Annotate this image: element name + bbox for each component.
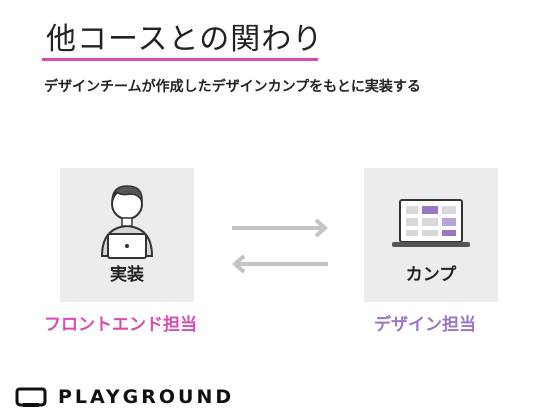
developer-with-laptop-icon (100, 185, 154, 259)
page-subtitle: デザインチームが作成したデザインカンプをもとに実装する (44, 79, 421, 95)
page-title: 他コースとの関わり (46, 22, 324, 57)
frontend-role-label: フロントエンド担当 (44, 315, 197, 335)
frontend-card-label: 実装 (110, 265, 144, 285)
playground-logo-icon (15, 387, 47, 407)
playground-logo: PLAYGROUND (14, 386, 234, 408)
design-card-label: カンプ (405, 265, 457, 285)
design-card: カンプ (364, 168, 498, 302)
title-underline (42, 58, 318, 61)
arrow-right-icon (232, 218, 329, 238)
laptop-mockup-icon (392, 199, 470, 247)
design-role-label: デザイン担当 (374, 315, 476, 335)
logo-text: PLAYGROUND (58, 386, 235, 408)
arrow-left-icon (231, 254, 328, 274)
exchange-arrows (231, 218, 329, 274)
frontend-card: 実装 (60, 168, 194, 302)
